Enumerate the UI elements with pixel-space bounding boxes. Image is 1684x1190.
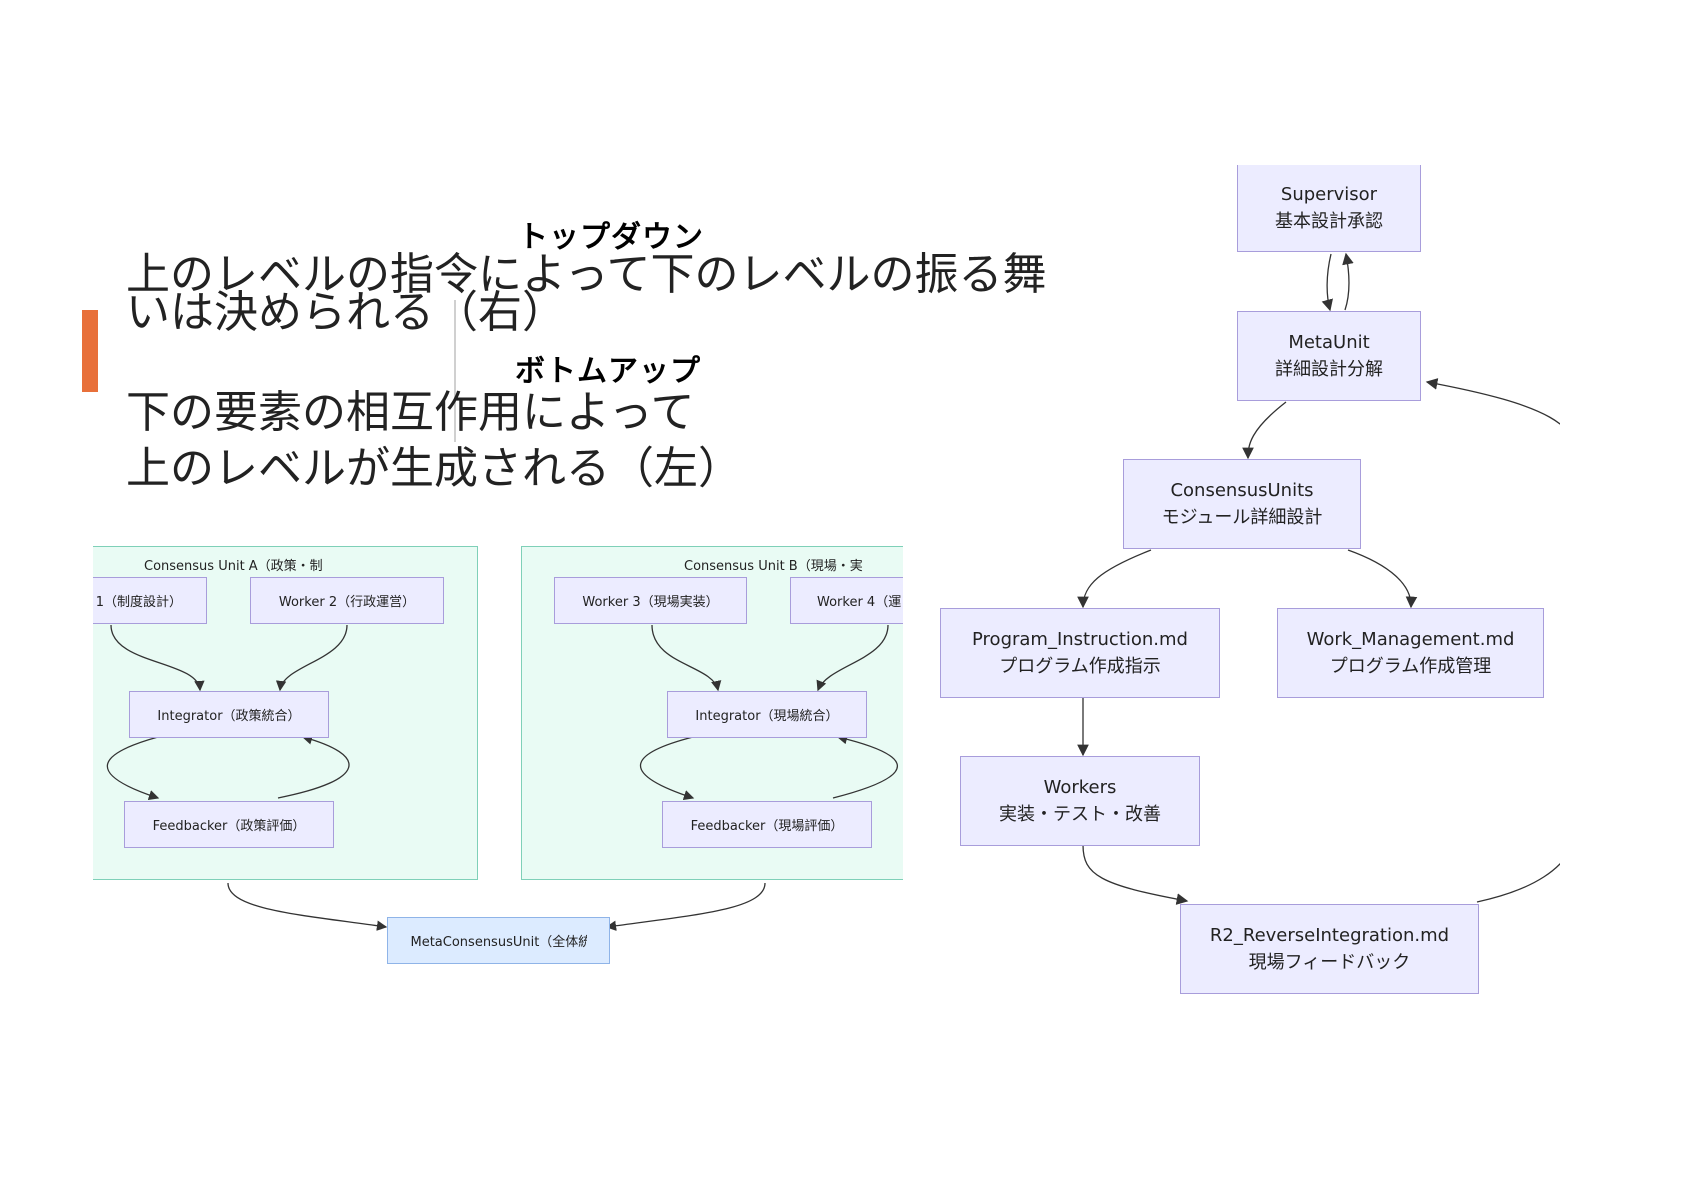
supervisor-name: Supervisor xyxy=(1280,183,1378,205)
topdown-line2: いは決められる（右） xyxy=(126,287,566,338)
bottomup-line1: 下の要素の相互作用によって xyxy=(126,387,695,438)
feedbacker-b-node: Feedbacker（現場評価） xyxy=(662,801,872,848)
feedbacker-a-label: Feedbacker（政策評価） xyxy=(152,819,306,834)
consensusunits-desc: モジュール詳細設計 xyxy=(1161,507,1323,528)
supervisor-node: Supervisor 基本設計承認 xyxy=(1237,165,1421,252)
metaunit-node: MetaUnit 詳細設計分解 xyxy=(1237,311,1421,401)
topdown-line1: 上のレベルの指令によって下のレベルの振る舞 xyxy=(126,249,1047,300)
worker-3-label: Worker 3（現場実装） xyxy=(582,595,719,610)
left-diagram: Consensus Unit A（政策・制 Consensus Unit B（現… xyxy=(93,540,903,980)
work-management-name: Work_Management.md xyxy=(1306,629,1515,650)
program-instruction-node: Program_Instruction.md プログラム作成指示 xyxy=(940,608,1220,698)
cluster-a-title: Consensus Unit A（政策・制 xyxy=(144,559,323,574)
meta-consensus-unit-label: MetaConsensusUnit（全体統 xyxy=(410,935,587,950)
worker-2-node: Worker 2（行政運営） xyxy=(250,577,444,624)
right-edges xyxy=(1077,252,1560,905)
feedbacker-a-node: Feedbacker（政策評価） xyxy=(124,801,334,848)
r2-reverse-integration-name: R2_ReverseIntegration.md xyxy=(1209,925,1450,946)
supervisor-desc: 基本設計承認 xyxy=(1275,210,1383,232)
accent-bar xyxy=(82,310,98,392)
workers-desc: 実装・テスト・改善 xyxy=(999,804,1161,825)
r2-reverse-integration-desc: 現場フィードバック xyxy=(1248,952,1411,973)
consensusunits-node: ConsensusUnits モジュール詳細設計 xyxy=(1123,459,1361,549)
worker-3-node: Worker 3（現場実装） xyxy=(554,577,747,624)
r2-reverse-integration-node: R2_ReverseIntegration.md 現場フィードバック xyxy=(1180,904,1479,994)
worker-1-label: Worker 1（制度設計） xyxy=(93,595,182,610)
worker-2-label: Worker 2（行政運営） xyxy=(278,595,416,610)
program-instruction-name: Program_Instruction.md xyxy=(972,629,1188,650)
program-instruction-desc: プログラム作成指示 xyxy=(999,656,1161,677)
bottomup-line2: 上のレベルが生成される（左） xyxy=(126,443,742,494)
meta-consensus-unit-node: MetaConsensusUnit（全体統 xyxy=(387,917,610,964)
consensusunits-name: ConsensusUnits xyxy=(1170,480,1314,501)
work-management-node: Work_Management.md プログラム作成管理 xyxy=(1277,608,1544,698)
workers-node: Workers 実装・テスト・改善 xyxy=(960,756,1200,846)
divider-line xyxy=(454,300,456,442)
integrator-a-label: Integrator（政策統合） xyxy=(157,709,301,724)
right-diagram: Supervisor 基本設計承認 MetaUnit 詳細設計分解 Consen… xyxy=(940,165,1560,1000)
worker-4-node: Worker 4（運 xyxy=(790,577,903,624)
workers-name: Workers xyxy=(1043,777,1117,798)
left-edges xyxy=(106,624,899,931)
worker-1-node: Worker 1（制度設計） xyxy=(93,577,207,624)
integrator-b-label: Integrator（現場統合） xyxy=(695,709,839,724)
metaunit-name: MetaUnit xyxy=(1288,332,1370,353)
work-management-desc: プログラム作成管理 xyxy=(1329,656,1492,677)
integrator-b-node: Integrator（現場統合） xyxy=(667,691,867,738)
integrator-a-node: Integrator（政策統合） xyxy=(129,691,329,738)
bottomup-heading: ボトムアップ xyxy=(515,354,701,389)
feedbacker-b-label: Feedbacker（現場評価） xyxy=(690,819,844,834)
worker-4-label: Worker 4（運 xyxy=(817,595,902,610)
cluster-b-title: Consensus Unit B（現場・実 xyxy=(684,559,863,574)
topdown-heading: トップダウン xyxy=(518,220,704,255)
metaunit-desc: 詳細設計分解 xyxy=(1275,359,1383,380)
